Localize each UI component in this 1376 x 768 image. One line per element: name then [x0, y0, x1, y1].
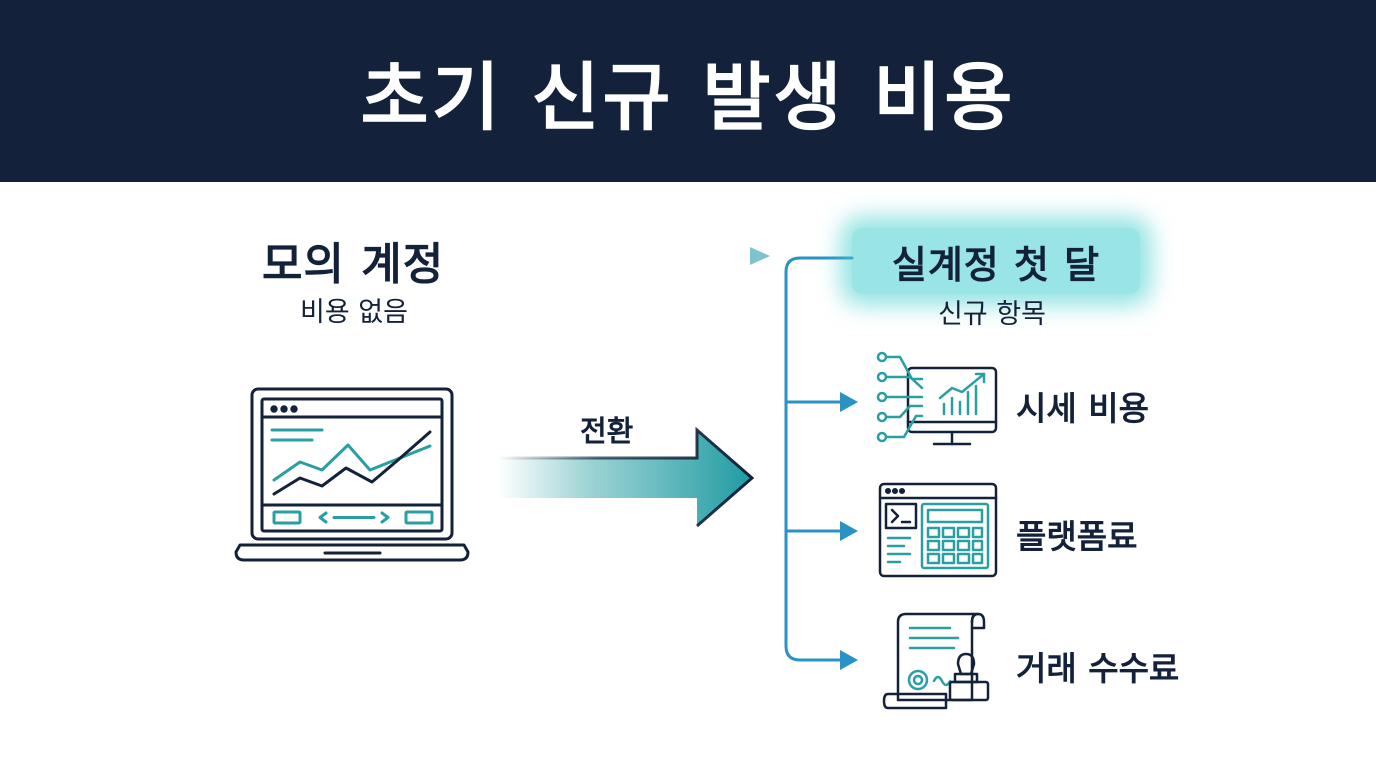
mock-to-real-arrow — [470, 247, 770, 265]
terminal-calculator-icon — [878, 482, 998, 578]
item-platform-fee-label: 플랫폼료 — [1016, 517, 1138, 556]
mock-account-subtitle: 비용 없음 — [300, 297, 408, 328]
document-stamp-icon — [882, 612, 990, 710]
page-title: 초기 신규 발생 비용 — [360, 54, 1016, 141]
title-banner: 초기 신규 발생 비용 — [0, 0, 1376, 182]
monitor-chart-icon — [876, 351, 998, 446]
branch-arrow-market — [840, 392, 858, 412]
conversion-label: 전환 — [580, 414, 634, 448]
item-market-data-label: 시세 비용 — [1016, 389, 1149, 428]
branch-connector — [784, 256, 854, 662]
real-account-subtitle: 신규 항목 — [938, 299, 1046, 330]
branch-arrow-fee — [840, 650, 858, 670]
item-trading-fee-label: 거래 수수료 — [1016, 649, 1180, 688]
arrow-right-icon — [498, 426, 755, 528]
branch-arrowheads — [840, 392, 858, 670]
real-account-title: 실계정 첫 달 — [852, 228, 1140, 294]
branch-arrow-platform — [840, 521, 858, 541]
mock-account-title: 모의 계정 — [262, 239, 445, 290]
laptop-chart-icon — [234, 387, 470, 562]
